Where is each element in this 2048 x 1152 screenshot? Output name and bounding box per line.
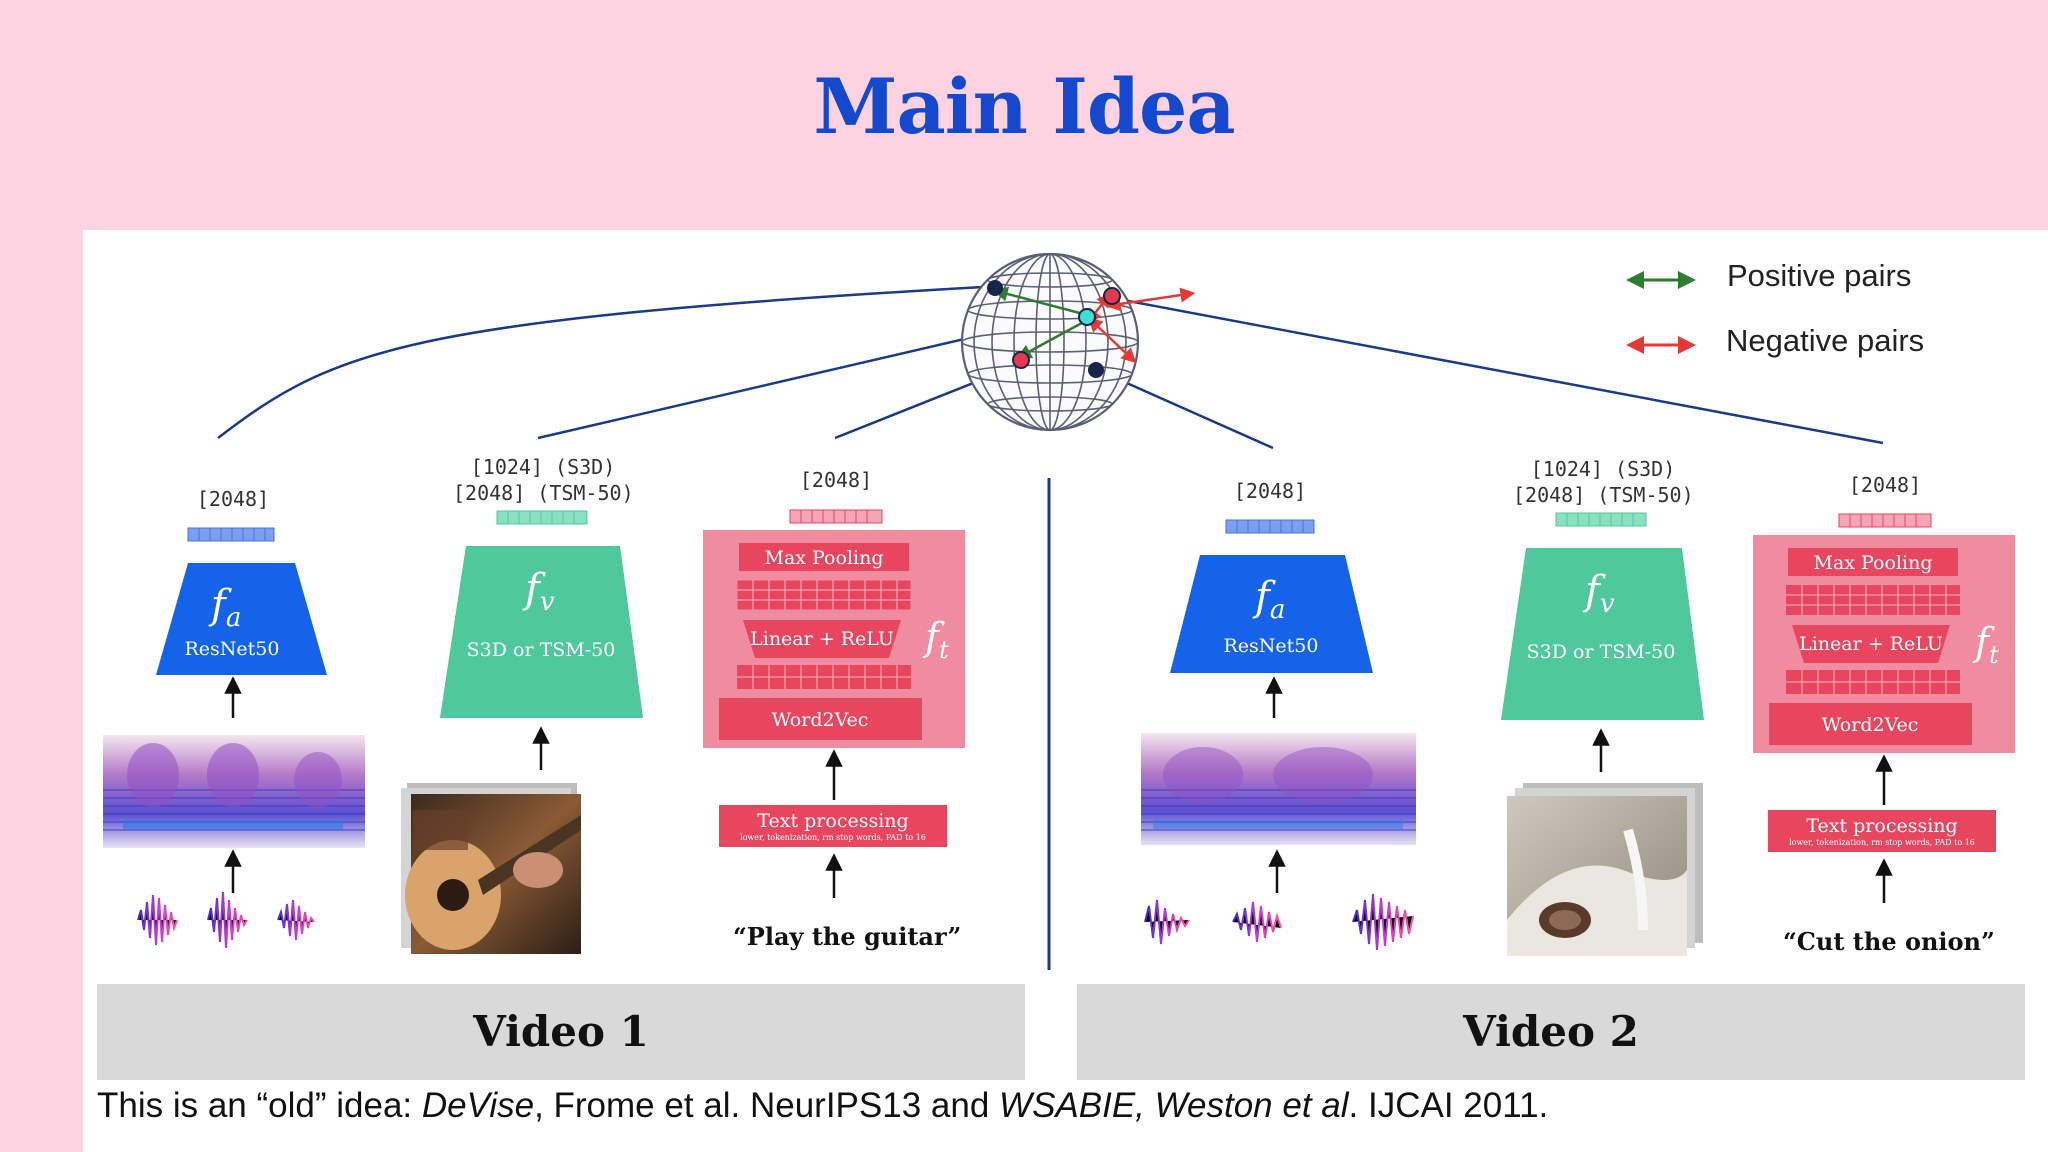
text-processing-detail-2: lower, tokenization, rm stop words, PAD … (1789, 838, 1975, 847)
line-audio-1 (217, 285, 984, 439)
point-red-1 (1103, 287, 1121, 305)
visual-branch-2: fv S3D or TSM-50 (1501, 512, 1704, 956)
audio-backbone-label-2: ResNet50 (1224, 635, 1319, 657)
diagram-canvas: fa ResNet50 (103, 252, 2015, 970)
diagram-panel: fa ResNet50 (83, 230, 2048, 1152)
video-frames-1 (401, 783, 581, 954)
visual-dim-label-1: [1024] (S3D) [2048] (TSM-50) (453, 454, 634, 506)
visual-backbone-label-2: S3D or TSM-50 (1527, 641, 1676, 663)
embedding-sphere (960, 252, 1196, 432)
projection-lines (217, 285, 1884, 970)
footer-suffix: . IJCAI 2011. (1348, 1086, 1549, 1125)
audio-encoder-block-2 (1170, 555, 1373, 673)
word2vec-label-2: Word2Vec (1822, 714, 1919, 736)
visual-backbone-label-1: S3D or TSM-50 (467, 639, 616, 661)
visual-branch-1: fv S3D or TSM-50 (401, 510, 643, 954)
line-visual-1 (537, 328, 1004, 440)
caption-video-1: “Play the guitar” (733, 922, 962, 951)
text-processing-label-1: Text processing (757, 810, 908, 832)
video-label-1: Video 1 (473, 1007, 649, 1056)
footer-wsabie: WSABIE, Weston et al (999, 1086, 1349, 1125)
text-processing-label-2: Text processing (1806, 815, 1957, 837)
point-cyan (1078, 308, 1096, 326)
visual-dim-line2-1: [2048] (TSM-50) (453, 481, 634, 505)
embedding-vector-text-2 (1838, 513, 1932, 528)
visual-dim-line2-2: [2048] (TSM-50) (1513, 483, 1694, 507)
text-branch-2: Max Pooling Linear + ReLU (1753, 513, 2015, 903)
audio-branch-1: fa ResNet50 (103, 527, 365, 949)
text-dim-label-1: [2048] (799, 468, 873, 492)
spectrogram-2 (1141, 733, 1416, 845)
visual-dim-line1-2: [1024] (S3D) (1530, 457, 1676, 481)
audio-backbone-label-1: ResNet50 (185, 638, 280, 660)
footer-citation: This is an “old” idea: DeVise, Frome et … (97, 1086, 1548, 1126)
video-frames-2 (1507, 783, 1703, 956)
linear-relu-label-1: Linear + ReLU (750, 628, 894, 650)
linear-relu-label-2: Linear + ReLU (1799, 633, 1943, 655)
embedding-vector-audio-1 (187, 527, 275, 542)
visual-dim-line1-1: [1024] (S3D) (470, 455, 616, 479)
embedding-vector-visual-2 (1555, 512, 1647, 527)
audio-dim-label-1: [2048] (196, 487, 270, 511)
legend-negative-label: Negative pairs (1726, 323, 1925, 358)
audio-branch-2: fa ResNet50 (1141, 519, 1416, 951)
text-dim-label-2: [2048] (1848, 473, 1922, 497)
caption-video-2: “Cut the onion” (1783, 927, 1995, 956)
text-processing-detail-1: lower, tokenization, rm stop words, PAD … (740, 833, 926, 842)
audio-encoder-block-1 (156, 563, 327, 675)
spectrogram-1 (103, 735, 365, 848)
legend-positive-label: Positive pairs (1727, 258, 1912, 293)
point-dark-1 (987, 280, 1003, 296)
text-branch-1: Max Pooling Linear + ReLU (703, 509, 965, 898)
point-red-2 (1012, 351, 1030, 369)
embedding-vector-visual-1 (496, 510, 588, 525)
max-pooling-label-2: Max Pooling (1814, 552, 1933, 574)
visual-dim-label-2: [1024] (S3D) [2048] (TSM-50) (1513, 456, 1694, 508)
video-bar-2: Video 2 (1077, 984, 2025, 1080)
word2vec-label-1: Word2Vec (772, 709, 869, 731)
legend-markers (1626, 271, 1696, 354)
embedding-vector-text-1 (789, 509, 883, 524)
line-text-2 (1122, 298, 1884, 445)
slide-title: Main Idea (813, 62, 1235, 151)
video-label-2: Video 2 (1463, 1007, 1639, 1056)
waveform-1 (123, 891, 343, 949)
visual-encoder-block-2 (1501, 548, 1704, 720)
point-dark-2 (1088, 362, 1104, 378)
waveform-2 (1141, 893, 1416, 951)
audio-fn-symbol-1: fa (208, 582, 241, 633)
footer-middle: , Frome et al. NeurIPS13 and (534, 1086, 1000, 1125)
footer-prefix: This is an “old” idea: (97, 1086, 422, 1125)
video-bar-1: Video 1 (97, 984, 1025, 1080)
embedding-vector-audio-2 (1225, 519, 1315, 534)
audio-dim-label-2: [2048] (1233, 479, 1307, 503)
token-grid-1a (736, 579, 912, 611)
max-pooling-label-1: Max Pooling (765, 547, 884, 569)
footer-devise: DeVise (421, 1086, 535, 1125)
